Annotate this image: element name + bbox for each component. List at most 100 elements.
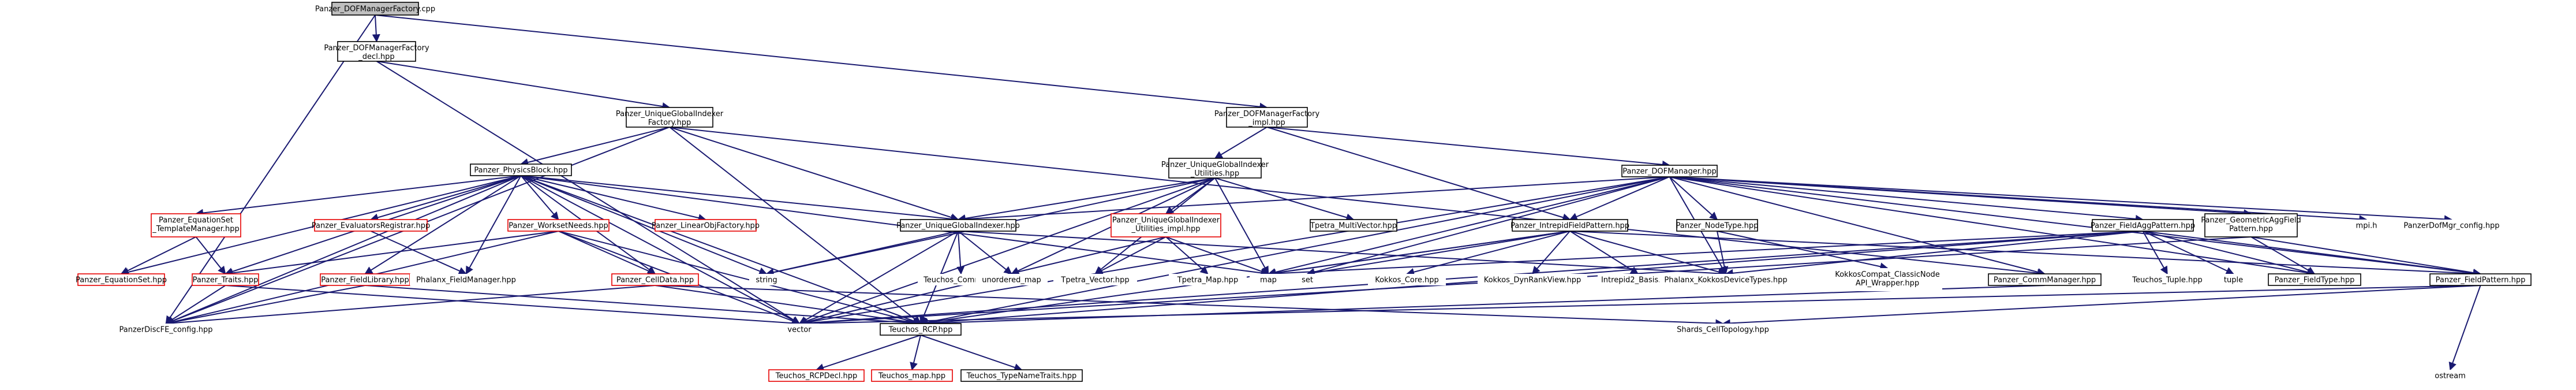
node-ntype[interactable]: Panzer_NodeType.hpp	[1676, 219, 1759, 232]
edge-decl-to-vector	[376, 61, 801, 324]
node-celld[interactable]: Panzer_CellData.hpp	[611, 273, 699, 286]
node-box-mpih	[2349, 220, 2384, 231]
node-ttnt[interactable]: Teuchos_TypeNameTraits.hpp	[960, 369, 1083, 382]
node-string: string	[749, 274, 784, 285]
node-eqset[interactable]: Panzer_EquationSet.hpp	[76, 273, 167, 286]
edge-pb-to-phfm	[465, 175, 522, 275]
node-box-kcompat	[1833, 268, 1942, 291]
node-ifp[interactable]: Panzer_IntrepidFieldPattern.hpp	[1511, 219, 1629, 232]
node-map: map	[1250, 274, 1287, 285]
node-label-ntype: Panzer_NodeType.hpp	[1676, 222, 1759, 231]
edge-ugiu-to-map	[1214, 177, 1269, 275]
node-label-ugiu-0: Panzer_UniqueGlobalIndexer	[1161, 161, 1269, 169]
node-label-celld: Panzer_CellData.hpp	[616, 276, 694, 285]
edge-fpat-to-ostream	[2448, 285, 2481, 371]
node-label-root: Panzer_DOFManagerFactory.cpp	[315, 5, 435, 14]
edge-wsn-to-celld	[558, 231, 656, 275]
node-box-fap	[2092, 219, 2194, 232]
edge-celld-to-trcp	[655, 285, 922, 327]
node-estm[interactable]: Panzer_EquationSet_TemplateManager.hpp	[151, 213, 241, 237]
node-ftype[interactable]: Panzer_FieldType.hpp	[2268, 273, 2361, 286]
node-box-fpat	[2429, 273, 2532, 286]
node-label-gafp-1: Pattern.hpp	[2229, 225, 2273, 233]
node-label-umap: unordered_map	[982, 276, 1041, 285]
edge-dofm-to-fap	[1669, 176, 2144, 223]
node-box-estm	[151, 213, 241, 237]
node-cmgr[interactable]: Panzer_CommManager.hpp	[1988, 273, 2102, 286]
edge-ntype-to-phkdt	[1717, 231, 1729, 275]
edge-pb-to-pdfe	[165, 175, 521, 325]
edge-wsn-to-trcp	[558, 231, 922, 326]
node-pb[interactable]: Panzer_PhysicsBlock.hpp	[470, 164, 572, 176]
edge-estm-to-traits	[195, 236, 226, 275]
edge-dmfi-to-dofm	[1266, 127, 1670, 169]
node-label-pb: Panzer_PhysicsBlock.hpp	[474, 166, 567, 175]
node-decl[interactable]: Panzer_DOFManagerFactory_decl.hpp	[324, 41, 429, 62]
node-root[interactable]: Panzer_DOFManagerFactory.cpp	[315, 2, 435, 16]
node-box-tmap	[871, 369, 953, 382]
node-tpmv[interactable]: Tpetra_MultiVector.hpp	[1310, 219, 1397, 232]
node-label-estm-1: _TemplateManager.hpp	[152, 225, 239, 233]
node-kcore: Kokkos_Core.hpp	[1368, 274, 1446, 285]
edge-celld-to-pdfe	[165, 285, 656, 328]
node-ugi[interactable]: Panzer_UniqueGlobalIndexer.hpp	[896, 219, 1020, 232]
edge-ugi-to-umap	[958, 231, 1012, 274]
edge-decl-to-ugif	[376, 61, 671, 110]
node-fpat[interactable]: Panzer_FieldPattern.hpp	[2429, 273, 2532, 286]
node-box-ugiu	[1168, 158, 1262, 179]
node-trcp[interactable]: Teuchos_RCP.hpp	[880, 323, 962, 336]
node-box-ttuple	[2124, 274, 2211, 285]
node-traits[interactable]: Panzer_Traits.hpp	[192, 273, 259, 286]
edge-dofm-to-fpat	[1669, 176, 2481, 277]
node-label-dmfi-1: _impl.hpp	[1248, 118, 1285, 127]
edge-dofm-to-vector	[798, 176, 1670, 326]
edge-ugif-to-ugi	[669, 127, 959, 221]
node-wsn[interactable]: Panzer_WorksetNeeds.hpp	[507, 219, 610, 232]
node-box-lof	[655, 219, 757, 232]
node-box-dofm	[1621, 165, 1718, 177]
node-rcpdecl[interactable]: Teuchos_RCPDecl.hpp	[768, 369, 865, 382]
node-label-cmgr: Panzer_CommManager.hpp	[1994, 276, 2096, 285]
edge-dofm-to-cmgr	[1669, 176, 2046, 276]
node-label-phfm: Phalanx_FieldManager.hpp	[416, 276, 516, 285]
node-ugiu[interactable]: Panzer_UniqueGlobalIndexer_Utilities.hpp	[1161, 158, 1269, 179]
node-dmfi[interactable]: Panzer_DOFManagerFactory_impl.hpp	[1214, 107, 1320, 128]
edge-cmgr-to-trcp	[919, 285, 2045, 328]
edge-root-to-dmfi	[375, 14, 1268, 111]
node-fap[interactable]: Panzer_FieldAggPattern.hpp	[2091, 219, 2195, 232]
edge-root-to-decl	[372, 14, 380, 43]
edge-dofm-to-ftype	[1669, 176, 2316, 277]
node-label-map: map	[1260, 276, 1277, 285]
node-label-ugiu-1: _Utilities.hpp	[1190, 169, 1239, 178]
node-tmap[interactable]: Teuchos_map.hpp	[871, 369, 953, 382]
node-dofm[interactable]: Panzer_DOFManager.hpp	[1621, 165, 1718, 177]
edge-pb-to-trcp	[521, 175, 922, 325]
edge-dofm-to-ifp	[1569, 176, 1670, 221]
node-ugiui[interactable]: Panzer_UniqueGlobalIndexer_Utilities_imp…	[1111, 213, 1221, 237]
edge-ugi-to-string	[765, 231, 959, 277]
node-box-ifp	[1512, 219, 1628, 232]
node-label-ugif-0: Panzer_UniqueGlobalIndexer	[616, 110, 724, 118]
node-box-map	[1250, 274, 1287, 285]
node-i2b: Intrepid2_Basis.hpp	[1598, 274, 1678, 285]
node-lof[interactable]: Panzer_LinearObjFactory.hpp	[652, 219, 760, 232]
node-evreg[interactable]: Panzer_EvaluatorsRegistrar.hpp	[312, 219, 431, 232]
node-label-estm-0: Panzer_EquationSet	[159, 216, 233, 225]
node-box-rcpdecl	[768, 369, 865, 382]
edge-fap-to-phkdt	[1725, 231, 2143, 277]
node-box-ugiui	[1111, 213, 1221, 237]
node-box-ttnt	[960, 369, 1083, 382]
edge-estm-to-eqset	[120, 236, 196, 274]
node-box-pdfe	[110, 324, 222, 335]
edge-pb-to-ugi	[521, 175, 959, 223]
node-box-dmfi	[1226, 107, 1308, 128]
node-box-phkdt	[1659, 274, 1792, 285]
edge-flib-to-trcp	[365, 285, 922, 328]
edge-pb-to-flib	[364, 175, 522, 274]
node-flib[interactable]: Panzer_FieldLibrary.hpp	[320, 273, 410, 286]
edge-fap-to-ftype	[2143, 231, 2316, 276]
node-box-ntype	[1676, 219, 1758, 232]
